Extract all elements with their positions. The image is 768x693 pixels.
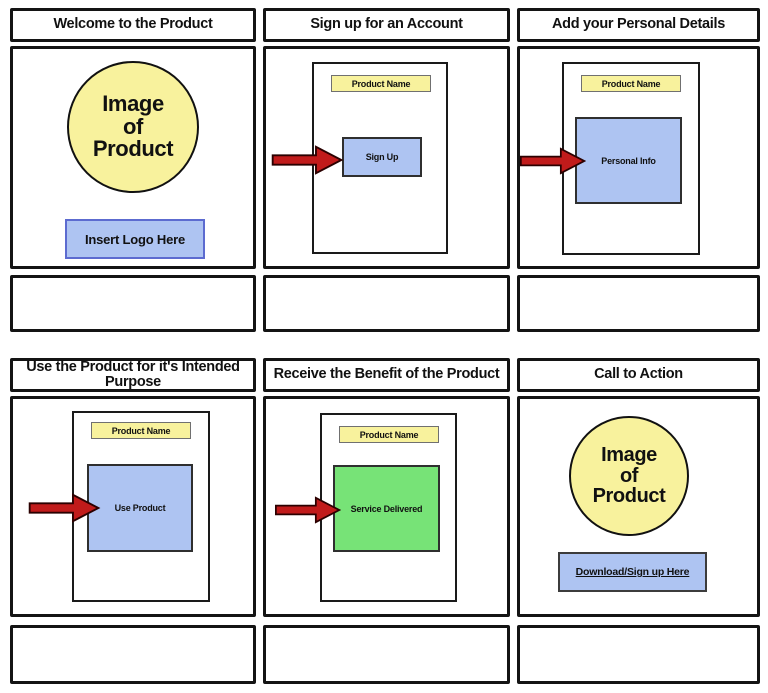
sign-up-label: Sign Up: [365, 152, 399, 162]
insert-logo-placeholder: Insert Logo Here: [65, 219, 205, 259]
circle-text-line: of: [619, 464, 639, 487]
product-name-label: Product Name: [351, 78, 411, 89]
panel-signup: Sign up for an Account Product Name Sign…: [263, 8, 510, 332]
app-screen-frame: Product Name Service Delivered: [320, 413, 457, 602]
storyboard-grid: Welcome to the Product Image of Product …: [10, 8, 760, 684]
panel-personal-details-title: Add your Personal Details: [517, 8, 760, 42]
use-product-area[interactable]: Use Product: [87, 464, 193, 552]
panel-welcome: Welcome to the Product Image of Product …: [10, 8, 256, 332]
circle-text-line: Product: [92, 136, 174, 162]
red-arrow-icon: [28, 493, 101, 523]
panel-welcome-canvas: Image of Product Insert Logo Here: [10, 46, 256, 269]
personal-info-label: Personal Info: [601, 155, 656, 166]
panel-title-text: Call to Action: [594, 366, 683, 383]
caption-box: [263, 275, 510, 332]
panel-receive-benefit-title: Receive the Benefit of the Product: [263, 358, 510, 392]
product-name-label: Product Name: [601, 78, 661, 89]
panel-receive-benefit: Receive the Benefit of the Product Produ…: [263, 358, 510, 684]
panel-use-product-canvas: Product Name Use Product: [10, 396, 256, 617]
panel-title-text: Sign up for an Account: [310, 16, 463, 33]
circle-text-line: Image: [102, 90, 164, 116]
product-name-label: Product Name: [111, 425, 171, 436]
red-arrow-icon: [520, 147, 586, 175]
panel-call-to-action: Call to Action Image of Product Download…: [517, 358, 760, 684]
app-screen-frame: Product Name Personal Info: [562, 62, 700, 255]
download-signup-link[interactable]: Download/Sign up Here: [558, 552, 707, 592]
caption-box: [263, 625, 510, 684]
panel-signup-canvas: Product Name Sign Up: [263, 46, 510, 269]
red-arrow-icon: [271, 145, 344, 175]
product-name-header: Product Name: [331, 75, 431, 92]
panel-receive-benefit-canvas: Product Name Service Delivered: [263, 396, 510, 617]
panel-call-to-action-title: Call to Action: [517, 358, 760, 392]
sign-up-button[interactable]: Sign Up: [342, 137, 422, 177]
download-signup-label: Download/Sign up Here: [575, 566, 690, 578]
panel-use-product: Use the Product for it's Intended Purpos…: [10, 358, 256, 684]
caption-box: [10, 275, 256, 332]
product-image-circle: Image of Product: [67, 61, 199, 193]
panel-call-to-action-canvas: Image of Product Download/Sign up Here: [517, 396, 760, 617]
red-arrow-icon: [275, 496, 341, 524]
panel-title-text: Add your Personal Details: [552, 16, 725, 33]
panel-signup-title: Sign up for an Account: [263, 8, 510, 42]
panel-personal-details-canvas: Product Name Personal Info: [517, 46, 760, 269]
product-name-label: Product Name: [359, 429, 419, 440]
panel-welcome-title: Welcome to the Product: [10, 8, 256, 42]
personal-info-form[interactable]: Personal Info: [575, 117, 682, 204]
product-name-header: Product Name: [91, 422, 191, 439]
product-image-circle: Image of Product: [569, 416, 689, 536]
caption-box: [517, 625, 760, 684]
panel-title-text: Welcome to the Product: [53, 16, 213, 33]
use-product-label: Use Product: [114, 503, 166, 513]
panel-personal-details: Add your Personal Details Product Name P…: [517, 8, 760, 332]
caption-box: [10, 625, 256, 684]
caption-box: [517, 275, 760, 332]
product-name-header: Product Name: [581, 75, 681, 92]
circle-text-line: of: [123, 113, 143, 139]
circle-text-line: Image: [601, 443, 657, 466]
circle-text-line: Product: [592, 485, 666, 508]
panel-title-text: Use the Product for it's Intended Purpos…: [26, 358, 240, 390]
logo-placeholder-label: Insert Logo Here: [84, 231, 186, 247]
panel-use-product-title: Use the Product for it's Intended Purpos…: [10, 358, 256, 392]
panel-title-text: Receive the Benefit of the Product: [273, 366, 500, 383]
product-name-header: Product Name: [339, 426, 439, 443]
service-delivered-area: Service Delivered: [333, 465, 440, 552]
service-delivered-label: Service Delivered: [350, 503, 423, 514]
